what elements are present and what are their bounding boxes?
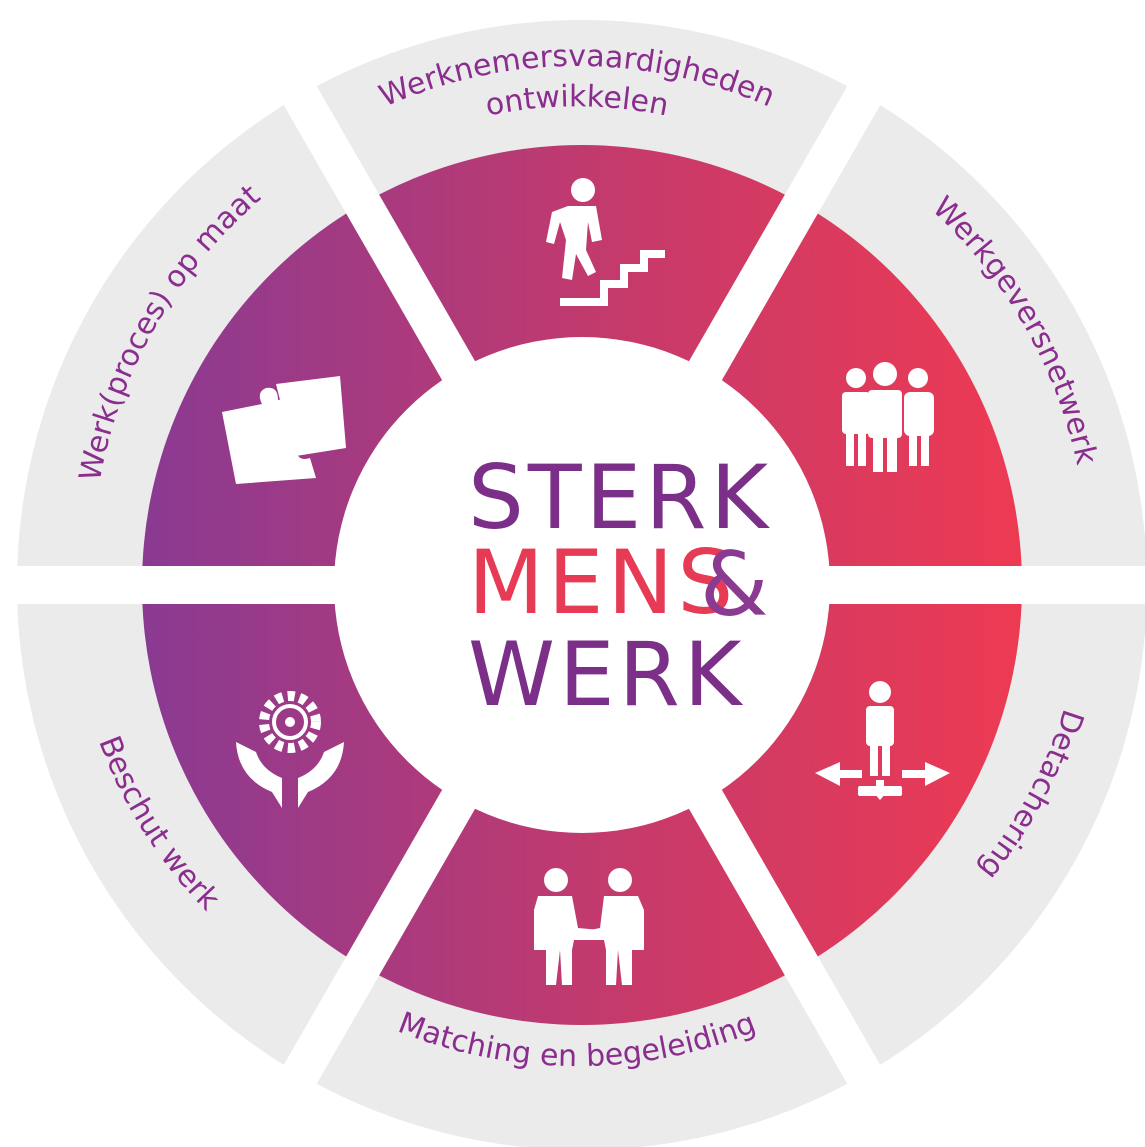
- logo-line-werk: WERK: [468, 623, 745, 726]
- logo-ampersand: &: [700, 533, 773, 636]
- center-logo: STERK MENS & WERK: [468, 446, 773, 726]
- stairs-climbing-icon: [546, 178, 665, 306]
- handshake-icon: [534, 868, 644, 985]
- logo-line-mens: MENS: [468, 531, 737, 634]
- business-group-icon: [842, 362, 934, 472]
- person-directions-icon: [815, 681, 950, 800]
- center-circle: [334, 337, 830, 833]
- hands-gear-icon: [236, 691, 344, 808]
- logo-line-sterk: STERK: [468, 446, 772, 549]
- puzzle-icon: [222, 376, 346, 484]
